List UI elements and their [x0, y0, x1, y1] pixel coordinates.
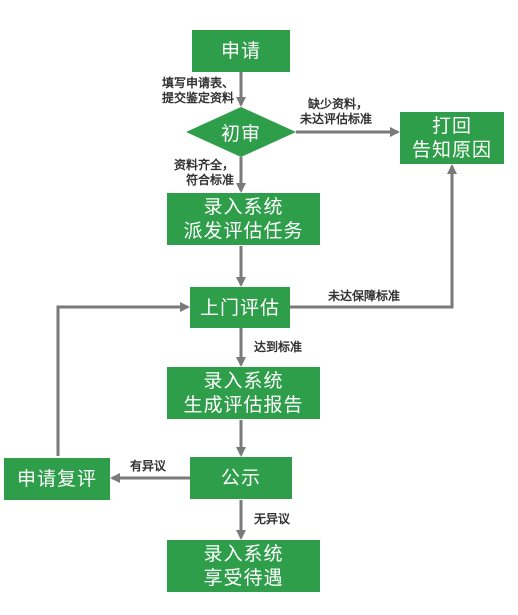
register-benefit-node: 录入系统 享受待遇: [167, 540, 320, 592]
initial-review-node: 初审: [186, 107, 296, 157]
home-assess-label: 上门评估: [199, 296, 280, 319]
edge-label-no-objection: 无异议: [254, 512, 291, 526]
edge-label-objection: 有异议: [130, 459, 167, 473]
register-report-line2: 生成评估报告: [183, 394, 304, 416]
apply-node: 申请: [192, 30, 290, 72]
register-assign-line1: 录入系统: [203, 196, 284, 218]
register-benefit-line2: 享受待遇: [203, 567, 284, 589]
publicize-label: 公示: [220, 467, 261, 489]
publicize-node: 公示: [190, 457, 292, 499]
register-report-node: 录入系统 生成评估报告: [167, 367, 320, 419]
register-benefit-line1: 录入系统: [203, 543, 284, 565]
register-assign-line2: 派发评估任务: [183, 220, 304, 242]
home-assess-node: 上门评估: [190, 287, 290, 328]
edge-label-missing-docs: 缺少资料， 未达评估标准: [300, 97, 373, 126]
register-assign-node: 录入系统 派发评估任务: [167, 193, 320, 245]
return-label-line2: 告知原因: [411, 139, 492, 161]
initial-review-label: 初审: [220, 122, 261, 145]
edge-label-below-standard: 未达保障标准: [328, 289, 401, 303]
arrow-assess-to-return: [290, 164, 457, 309]
return-node: 打回 告知原因: [400, 112, 504, 164]
edge-label-docs-complete: 资料齐全， 符合标准: [173, 158, 234, 187]
reappeal-label: 申请复评: [16, 468, 97, 490]
register-report-line1: 录入系统: [203, 370, 284, 392]
apply-label: 申请: [220, 40, 261, 62]
return-label-line1: 打回: [431, 115, 472, 137]
edge-label-meets-standard: 达到标准: [254, 340, 303, 354]
arrow-reappeal-to-assess: [56, 302, 190, 456]
edge-label-fill-forms: 填写申请表、 提交鉴定资料: [161, 76, 234, 105]
reappeal-node: 申请复评: [4, 458, 110, 500]
initial-review-diamond-shape: [186, 107, 296, 157]
